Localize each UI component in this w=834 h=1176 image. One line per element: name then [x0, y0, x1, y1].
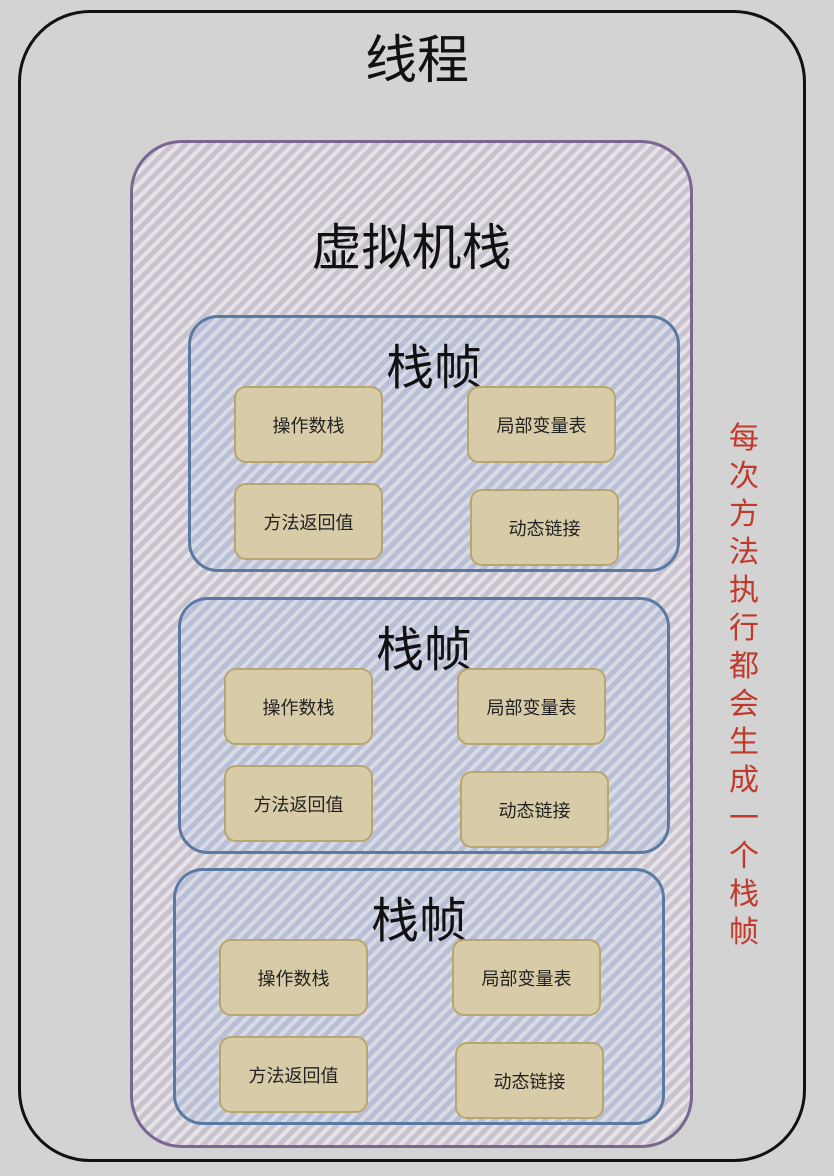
- stack-frame: 栈帧 操作数栈 局部变量表 方法返回值 动态链接: [178, 597, 670, 854]
- stack-frame: 栈帧 操作数栈 局部变量表 方法返回值 动态链接: [173, 868, 665, 1125]
- stack-frame: 栈帧 操作数栈 局部变量表 方法返回值 动态链接: [188, 315, 680, 572]
- operand-stack-box: 操作数栈: [234, 386, 383, 463]
- dynamic-link-box: 动态链接: [460, 771, 609, 848]
- local-vars-box: 局部变量表: [457, 668, 606, 745]
- stack-frame-title: 栈帧: [375, 622, 472, 678]
- return-value-box: 方法返回值: [234, 483, 383, 560]
- operand-stack-box: 操作数栈: [224, 668, 373, 745]
- local-vars-box: 局部变量表: [467, 386, 616, 463]
- local-vars-box: 局部变量表: [452, 939, 601, 1016]
- frame-creation-note: 每次方法执行都会生成一个栈帧: [729, 421, 759, 950]
- stack-frame-title: 栈帧: [370, 893, 467, 949]
- stack-frame-title: 栈帧: [385, 340, 482, 396]
- thread-title: 线程: [364, 31, 469, 91]
- dynamic-link-box: 动态链接: [455, 1042, 604, 1119]
- vm-stack-title: 虚拟机栈: [311, 219, 512, 277]
- return-value-box: 方法返回值: [224, 765, 373, 842]
- operand-stack-box: 操作数栈: [219, 939, 368, 1016]
- dynamic-link-box: 动态链接: [470, 489, 619, 566]
- thread-container: [18, 10, 806, 1162]
- return-value-box: 方法返回值: [219, 1036, 368, 1113]
